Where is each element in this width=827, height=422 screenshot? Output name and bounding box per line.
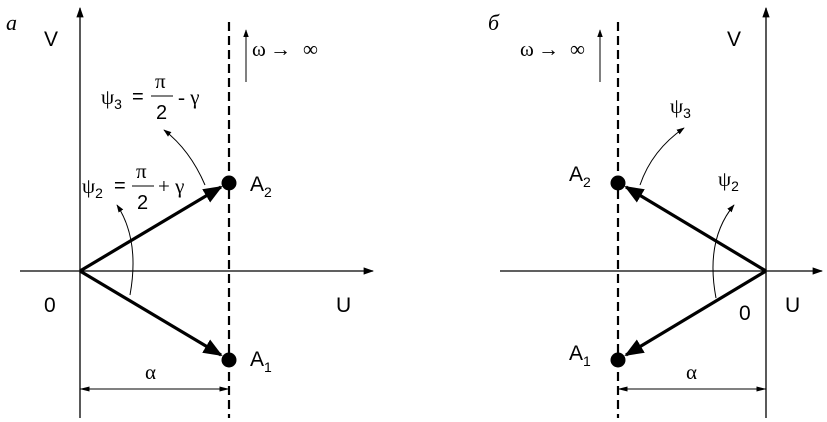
- psi2-equals: =: [114, 175, 126, 197]
- omega-symbol: ω: [520, 37, 534, 61]
- point-a2: [610, 175, 626, 191]
- point-a2: [221, 175, 237, 191]
- panel-a: а V U 0 ω → ∞ A2 A1 ψ3 = π 2 - γ ψ2: [6, 6, 375, 418]
- a2-label: A2: [250, 173, 272, 200]
- psi3-denominator: 2: [156, 102, 167, 124]
- vector-a2: [79, 185, 223, 273]
- infinity-symbol: ∞: [570, 37, 585, 61]
- vector-a1: [79, 269, 223, 357]
- omega-symbol: ω: [252, 37, 266, 61]
- point-a1: [610, 352, 626, 368]
- psi3-rest: - γ: [178, 85, 200, 109]
- psi3-arc: [163, 129, 206, 186]
- a2-label: A2: [569, 163, 591, 190]
- psi2-symbol: ψ2: [718, 167, 739, 194]
- a1-label: A1: [569, 342, 591, 369]
- u-axis-label: U: [785, 294, 800, 317]
- psi2-arc: [712, 204, 735, 299]
- alpha-label: α: [686, 360, 697, 384]
- vector-a1: [624, 269, 767, 357]
- psi2-numerator: π: [136, 159, 147, 183]
- psi3-arc: [639, 127, 685, 186]
- tends-arrow: →: [270, 37, 291, 61]
- vector-a2: [624, 185, 767, 273]
- alpha-label: α: [145, 360, 156, 384]
- psi3-numerator: π: [155, 69, 166, 93]
- psi2-rest: + γ: [158, 174, 184, 198]
- psi3-symbol: ψ3: [670, 94, 691, 121]
- panel-a-letter: а: [6, 10, 17, 35]
- u-axis-label: U: [336, 294, 351, 317]
- origin-label: 0: [739, 302, 751, 325]
- psi3-symbol: ψ3: [101, 85, 122, 112]
- psi2-denominator: 2: [137, 192, 148, 214]
- psi2-symbol: ψ2: [82, 174, 103, 201]
- panel-b-letter: б: [488, 10, 500, 35]
- origin-label: 0: [44, 294, 56, 317]
- a1-label: A1: [250, 348, 272, 375]
- infinity-symbol: ∞: [303, 37, 318, 61]
- psi2-arc: [116, 204, 134, 296]
- point-a1: [221, 352, 237, 368]
- tends-arrow: →: [538, 37, 559, 61]
- panel-b: б V U 0 ω → ∞ A2 A1 ψ3 ψ2 α: [488, 6, 824, 418]
- v-axis-label: V: [727, 28, 741, 51]
- psi3-equals: =: [132, 86, 144, 108]
- v-axis-label: V: [44, 28, 58, 51]
